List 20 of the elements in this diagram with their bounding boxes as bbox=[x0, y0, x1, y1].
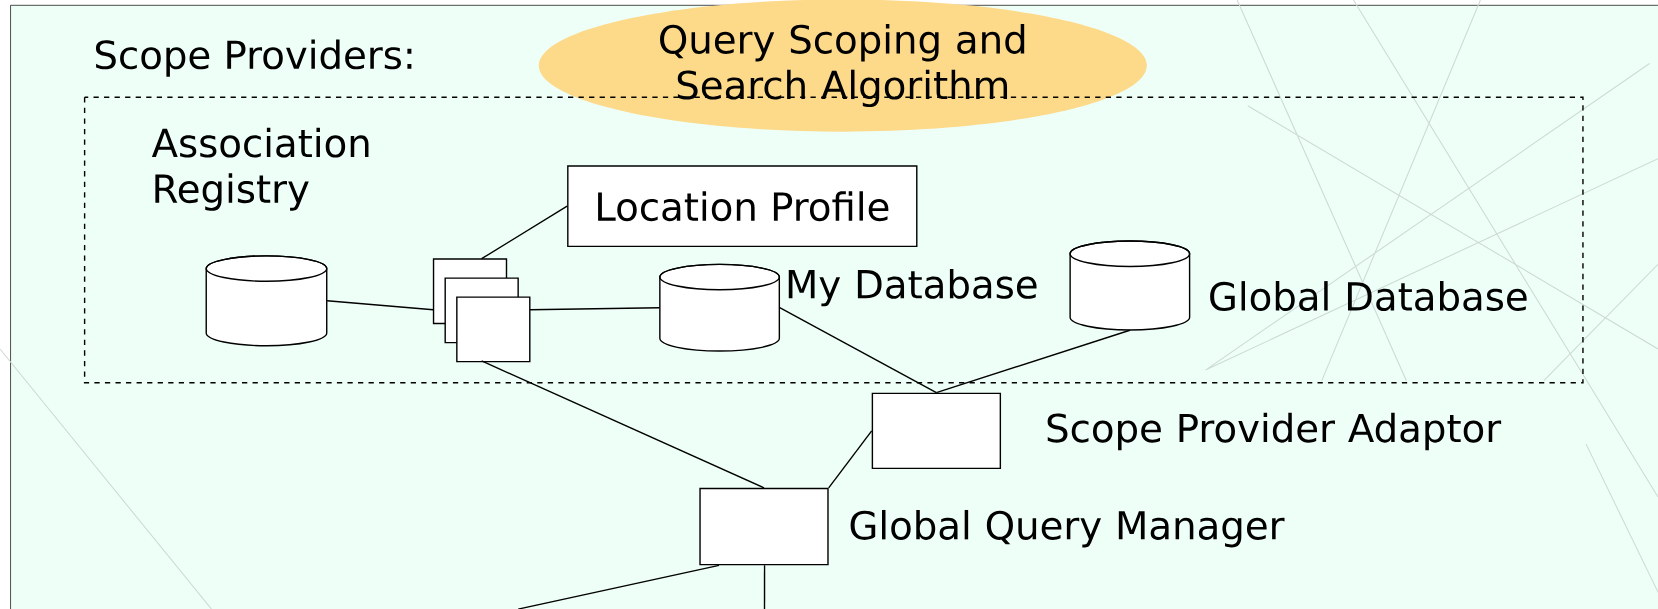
component-label: Scope Provider Adaptor bbox=[1047, 412, 1502, 451]
component-label: My Database bbox=[788, 268, 1037, 307]
database-cylinder bbox=[659, 263, 781, 352]
database-cylinder bbox=[205, 255, 328, 347]
database-cylinder bbox=[1069, 240, 1191, 331]
component-box bbox=[699, 487, 829, 566]
text-box: Location Profile bbox=[567, 165, 918, 248]
component-label: Global Database bbox=[1210, 281, 1527, 311]
connector-line bbox=[529, 307, 661, 311]
component-label: Global Query Manager bbox=[850, 509, 1285, 548]
component-label: Association Registry bbox=[151, 127, 369, 211]
connector-line bbox=[326, 300, 434, 311]
connector-line bbox=[763, 564, 766, 609]
region-heading: Scope Providers: bbox=[95, 39, 412, 77]
connector-line bbox=[779, 307, 938, 394]
connector-line bbox=[480, 205, 568, 260]
component-box bbox=[871, 392, 1002, 470]
connector-line bbox=[935, 329, 1131, 394]
connector-line bbox=[828, 430, 873, 489]
stacked-boxes bbox=[432, 258, 531, 363]
